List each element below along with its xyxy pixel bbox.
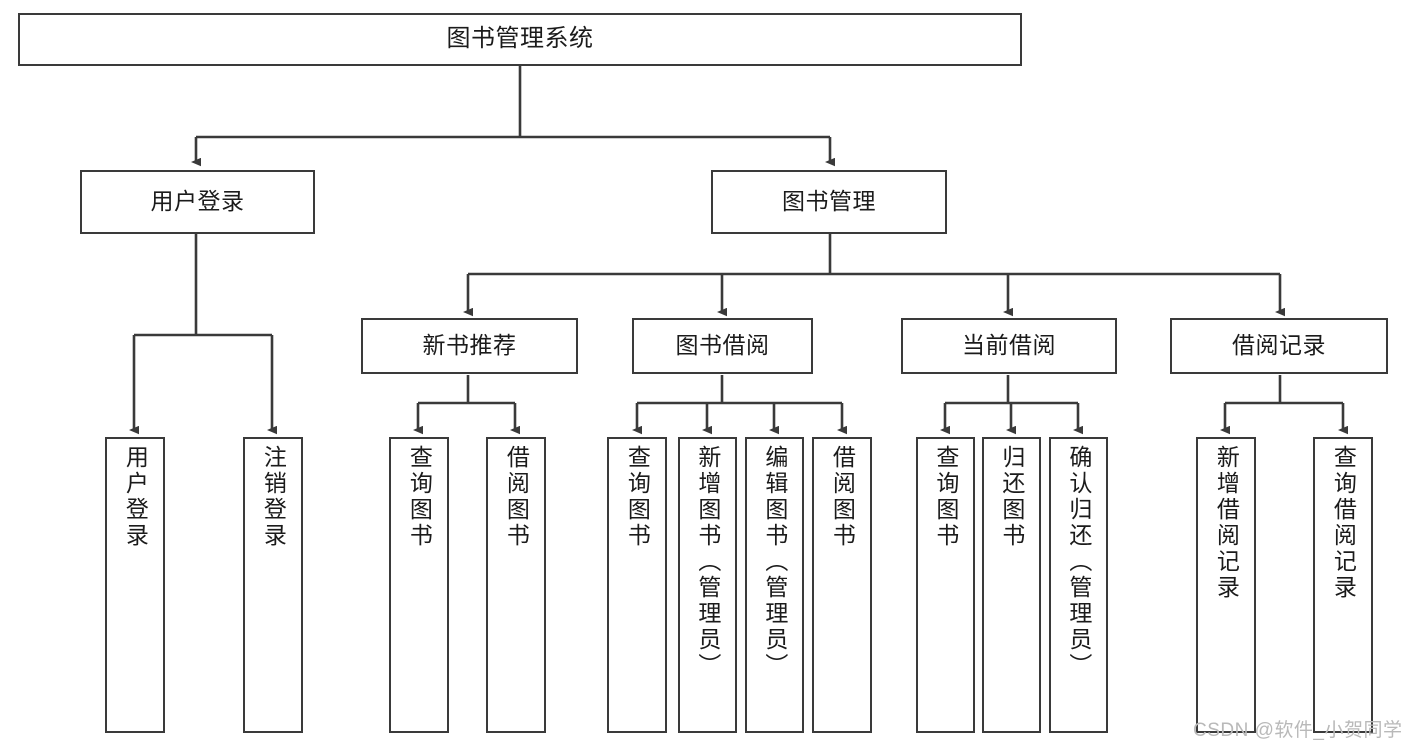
leaf-borrow-record-1[interactable]: 查询借阅记录	[1313, 437, 1373, 733]
leaf-book-borrow-3[interactable]: 借阅图书	[812, 437, 872, 733]
node-label: 新书推荐	[422, 332, 517, 359]
leaf-current-borrow-2[interactable]: 确认归还（管理员）	[1049, 437, 1108, 733]
leaf-current-borrow-1[interactable]: 归还图书	[982, 437, 1041, 733]
node-label: 查询借阅记录	[1330, 445, 1357, 601]
node-root-system[interactable]: 图书管理系统	[18, 13, 1022, 66]
node-book-manage[interactable]: 图书管理	[711, 170, 947, 234]
node-label: 查询图书	[624, 445, 651, 549]
leaf-book-borrow-1[interactable]: 新增图书（管理员）	[678, 437, 737, 733]
node-label: 图书借阅	[675, 332, 770, 359]
node-label: 编辑图书（管理员）	[761, 445, 788, 679]
leaf-current-borrow-0[interactable]: 查询图书	[916, 437, 975, 733]
node-label: 借阅记录	[1232, 332, 1326, 359]
node-label: 查询图书	[932, 445, 959, 549]
node-borrow-record[interactable]: 借阅记录	[1170, 318, 1388, 374]
leaf-user-login-0[interactable]: 用户登录	[105, 437, 165, 733]
node-label: 借阅图书	[503, 445, 530, 549]
node-label: 确认归还（管理员）	[1065, 445, 1092, 679]
node-current-borrow[interactable]: 当前借阅	[901, 318, 1117, 374]
leaf-borrow-record-0[interactable]: 新增借阅记录	[1196, 437, 1256, 733]
node-label: 图书管理系统	[446, 25, 594, 53]
node-book-borrow[interactable]: 图书借阅	[632, 318, 813, 374]
node-new-book-recommend[interactable]: 新书推荐	[361, 318, 578, 374]
node-label: 注销登录	[260, 445, 287, 549]
csdn-watermark: CSDN @软件_小贺同学	[1193, 720, 1403, 741]
node-label: 新增图书（管理员）	[694, 445, 721, 679]
node-label: 用户登录	[150, 188, 245, 215]
node-label: 新增借阅记录	[1213, 445, 1240, 601]
leaf-new-book-recommend-1[interactable]: 借阅图书	[486, 437, 546, 733]
node-label: 借阅图书	[829, 445, 856, 549]
node-label: 图书管理	[782, 188, 876, 215]
node-label: 查询图书	[406, 445, 433, 549]
node-user-login[interactable]: 用户登录	[80, 170, 315, 234]
leaf-new-book-recommend-0[interactable]: 查询图书	[389, 437, 449, 733]
node-label: 归还图书	[998, 445, 1025, 549]
leaf-book-borrow-2[interactable]: 编辑图书（管理员）	[745, 437, 804, 733]
node-label: 用户登录	[122, 445, 149, 549]
node-label: 当前借阅	[962, 332, 1056, 359]
leaf-user-login-1[interactable]: 注销登录	[243, 437, 303, 733]
leaf-book-borrow-0[interactable]: 查询图书	[607, 437, 667, 733]
